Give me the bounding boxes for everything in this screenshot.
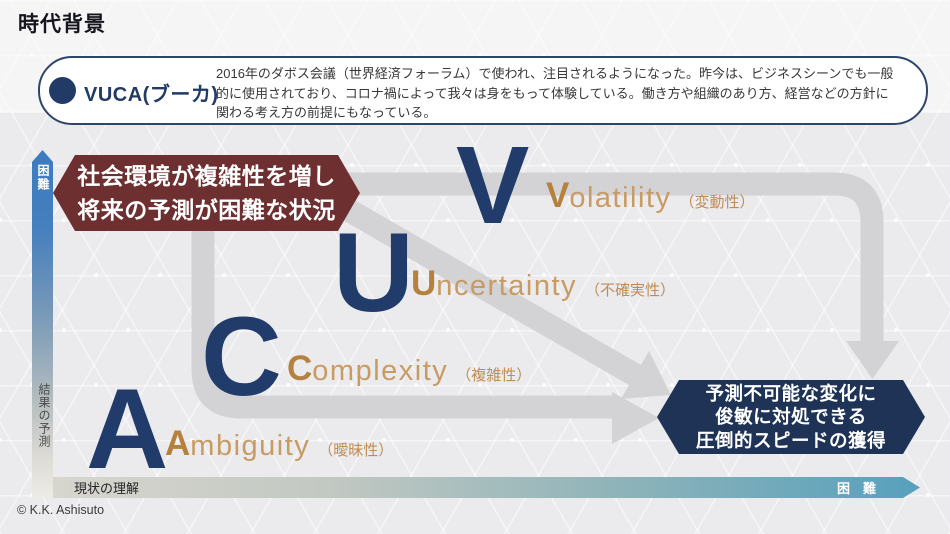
label-ambiguity-ja: （曖昧性） (318, 442, 394, 459)
copyright: © K.K. Ashisuto (17, 503, 105, 517)
big-letter-u: U (333, 210, 414, 335)
page-title: 時代背景 (18, 13, 106, 36)
label-uncertainty-rest: ncertainty (436, 270, 578, 302)
goal-line1: 予測不可能な変化に (705, 382, 877, 404)
big-letter-a: A (86, 366, 169, 493)
label-ambiguity-rest: mbiguity (190, 430, 311, 462)
vuca-definition-box: VUCA(ブーカ) 2016年のダボス会議（世界経済フォーラム）で使われ、注目さ… (38, 56, 928, 125)
y-axis-top-label: 困難 (36, 164, 50, 192)
x-axis-left-label: 現状の理解 (74, 481, 140, 496)
big-letter-c: C (201, 294, 282, 419)
label-complexity-initial: C (287, 349, 313, 388)
arrow-right-head (612, 392, 659, 444)
goal-callout: 予測不可能な変化に 俊敏に対処できる 圧倒的スピードの獲得 (657, 380, 925, 454)
label-volatility-ja: （変動性） (679, 194, 755, 211)
big-letter-v: V (456, 124, 530, 247)
challenge-callout: 社会環境が複雑性を増し 将来の予測が困難な状況 (53, 155, 360, 231)
vuca-term: VUCA(ブーカ) (84, 84, 219, 106)
vuca-description: 2016年のダボス会議（世界経済フォーラム）で使われ、注目されるようになった。昨… (216, 66, 894, 120)
x-axis-right-label: 困 難 (836, 481, 876, 496)
label-volatility-initial: V (546, 176, 570, 215)
label-uncertainty-initial: U (411, 264, 437, 303)
bullet-circle-icon (49, 77, 76, 104)
goal-line2: 俊敏に対処できる (715, 406, 867, 428)
label-volatility-rest: olatility (569, 182, 672, 214)
label-ambiguity-initial: A (165, 424, 191, 463)
challenge-line2: 将来の予測が困難な状況 (77, 197, 336, 223)
arrow-diagonal (339, 198, 671, 399)
label-uncertainty-ja: （不確実性） (585, 282, 676, 299)
arrow-down-head (846, 341, 899, 379)
y-axis-bottom-label: 結果の予測 (37, 383, 51, 448)
label-complexity-ja: （複雑性） (456, 367, 532, 384)
label-complexity-rest: omplexity (312, 355, 449, 387)
goal-line3: 圧倒的スピードの獲得 (695, 429, 886, 451)
y-axis-arrow (32, 150, 53, 497)
challenge-line1: 社会環境が複雑性を増し (77, 163, 336, 189)
x-axis-bar: 現状の理解 困 難 (53, 477, 920, 498)
